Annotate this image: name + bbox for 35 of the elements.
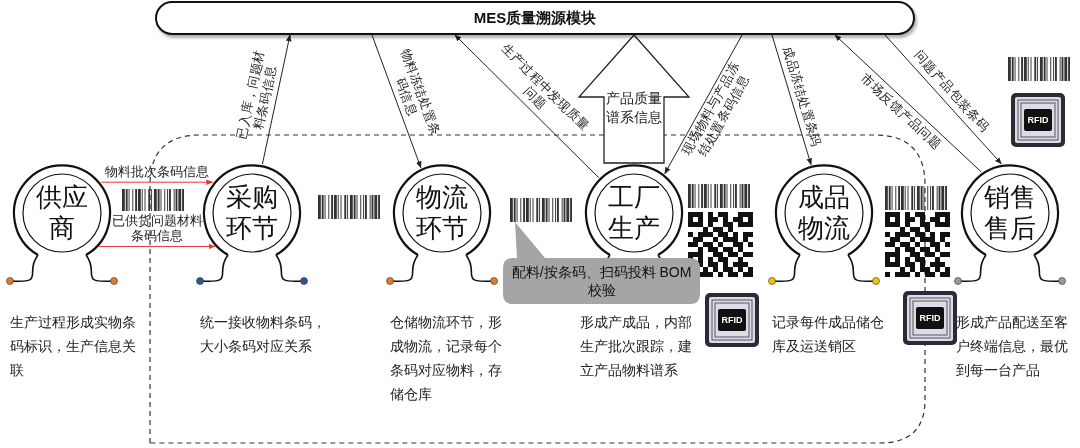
stage-label: 采购环节 — [225, 182, 279, 244]
arrow — [834, 34, 982, 173]
rfid-text: RFID — [720, 314, 744, 326]
module-bar: MES质量溯源模块 — [155, 1, 915, 35]
stage-description: 记录每件成品储仓库及运送销区 — [772, 313, 885, 356]
stage-label: 成品物流 — [797, 182, 851, 244]
arrow — [100, 179, 214, 185]
stage-description: 形成产成品，内部生产批次跟踪，建立产品物料谱系 — [580, 313, 693, 380]
stage-label: 供应商 — [35, 182, 89, 244]
arrow — [261, 34, 292, 165]
edge-label: 产品质量谱系信息 — [605, 89, 663, 127]
arrow — [371, 34, 422, 169]
edge-label: 成品冻结处置条码 — [778, 44, 825, 151]
stage-description: 生产过程形成实物条码标识，生产信息关联 — [10, 313, 137, 380]
callout-text: 配料/按条码、扫码投料 BOM校验 — [510, 263, 693, 299]
arrow — [884, 34, 1002, 165]
rfid-text: RFID — [918, 312, 942, 324]
edge-label: 已供货问题材料条码信息 — [110, 214, 204, 245]
stage-description: 统一接收物料条码，大小条码对应关系 — [200, 313, 327, 356]
edge-label: 物料批次条码信息 — [104, 164, 210, 180]
edge-label: 物料冻结处置条码信息 — [392, 46, 444, 140]
arrow — [771, 34, 812, 166]
arrow — [98, 243, 216, 250]
stage-description: 仓储物流环节，形成物流，记录每个条码对应物料，存储仓库 — [390, 313, 503, 404]
rfid-text: RFID — [1026, 114, 1050, 126]
edge-label: 现场物料与产品冻结处置条码信息 — [679, 59, 754, 162]
edge-label: 已入库，问题材料条码信息 — [234, 47, 281, 143]
arrow — [454, 34, 600, 179]
stage-description: 形成产品配送至客户终端信息，最优到每一台产品 — [956, 313, 1069, 380]
stage-label: 工厂生产 — [607, 182, 661, 244]
edge-label: 生产过程中发现质量问题 — [497, 40, 593, 137]
stage-label: 物流环节 — [415, 182, 469, 244]
stage-label: 销售售后 — [983, 182, 1037, 244]
block-arrow — [577, 34, 691, 164]
arrow — [664, 34, 743, 175]
